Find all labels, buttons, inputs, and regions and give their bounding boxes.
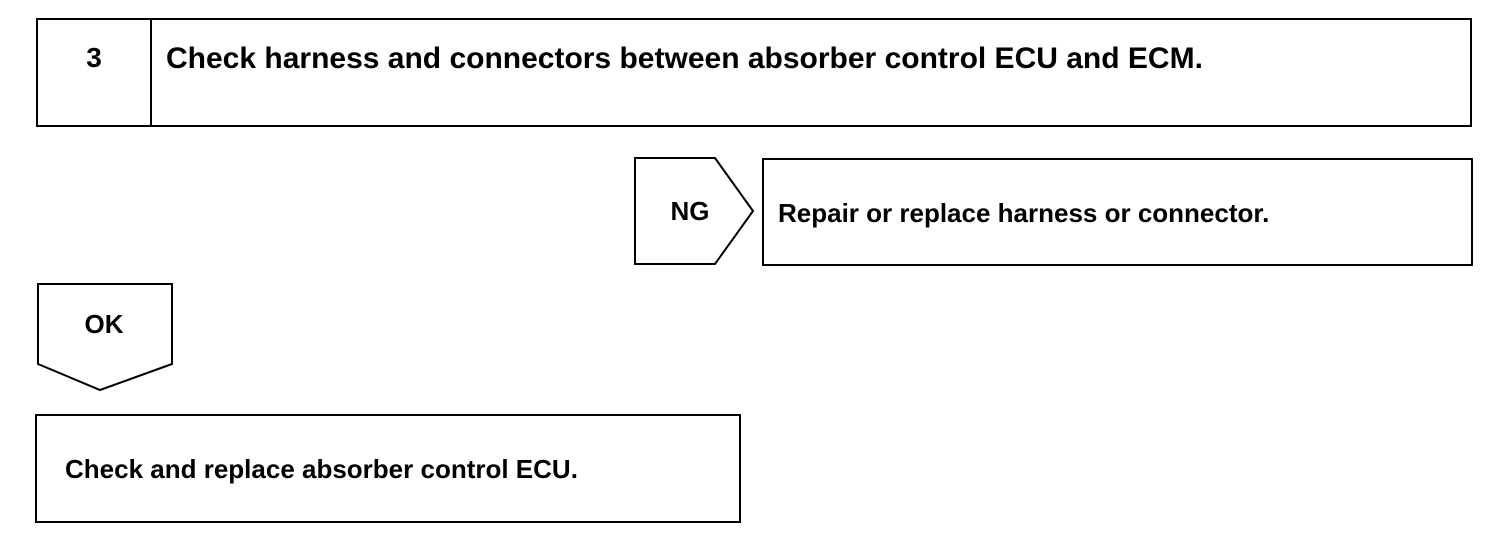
ng-result-box: Repair or replace harness or connector. bbox=[762, 158, 1473, 266]
ok-label: OK bbox=[84, 309, 124, 339]
ng-result-text: Repair or replace harness or connector. bbox=[778, 198, 1270, 228]
step-divider bbox=[150, 20, 152, 125]
ng-arrow-shape bbox=[634, 157, 755, 265]
step-box: 3 Check harness and connectors between a… bbox=[36, 18, 1472, 127]
ok-arrow-shape bbox=[37, 283, 173, 392]
step-number: 3 bbox=[86, 42, 102, 73]
final-text: Check and replace absorber control ECU. bbox=[65, 454, 578, 484]
final-box: Check and replace absorber control ECU. bbox=[35, 414, 741, 523]
ng-label: NG bbox=[670, 196, 710, 226]
step-title: Check harness and connectors between abs… bbox=[166, 42, 1203, 75]
